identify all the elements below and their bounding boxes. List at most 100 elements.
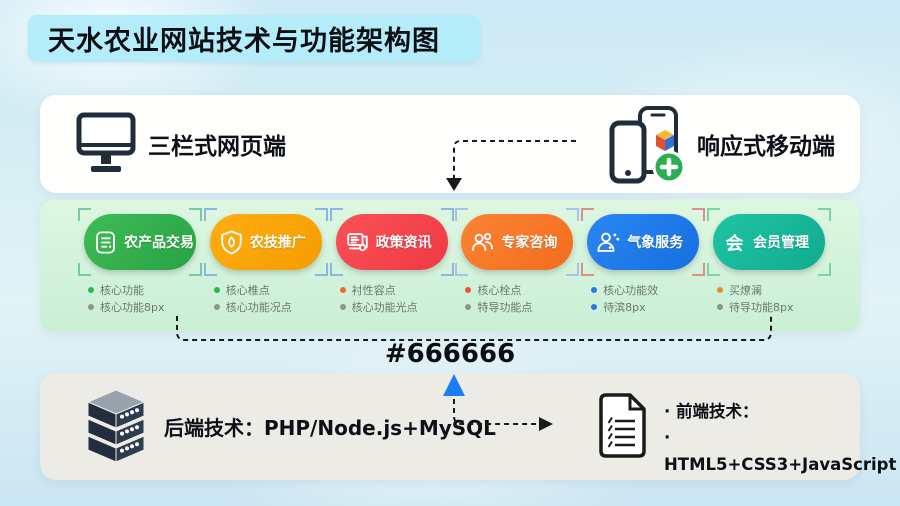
selection-bracket-icon: [581, 208, 595, 221]
color-hex-label: #666666: [384, 339, 516, 369]
module-pill: 农产品交易: [84, 214, 196, 270]
mobile-client-label: 响应式移动端: [697, 134, 835, 160]
module-pill-label: 专家咨询: [501, 235, 558, 251]
selection-bracket-icon: [329, 208, 343, 221]
module: 气象服务核心功能效待滨8px: [581, 208, 713, 315]
backend-tech-label: 后端技术：PHP/Node.js+MySQL: [164, 416, 496, 440]
weather-icon: [597, 232, 620, 252]
selection-bracket-icon: [818, 208, 831, 221]
module-pill: 气象服务: [587, 214, 700, 270]
member-icon: 会: [726, 232, 744, 254]
bullet-dot-icon: [339, 286, 346, 293]
bullet-dot-icon: [717, 303, 723, 310]
module-pill: 专家咨询: [461, 214, 574, 270]
server-stack-icon: [86, 389, 146, 463]
news-icon: [346, 232, 368, 251]
module: 农产品交易核心功能核心功能8px: [78, 208, 210, 315]
module: 会会员管理买燎澜待导功能8px: [707, 208, 839, 315]
selection-bracket-icon: [203, 263, 217, 276]
bullet-dot-icon: [465, 303, 472, 310]
selection-bracket-icon: [581, 263, 595, 276]
selection-bracket-icon: [455, 208, 469, 221]
selection-bracket-icon: [455, 263, 469, 276]
selection-bracket-icon: [692, 208, 706, 221]
bullet-dot-icon: [717, 286, 723, 293]
bullet-text: 特导功能点: [477, 300, 533, 314]
selection-bracket-icon: [189, 263, 202, 276]
module-bullet: 核心功能效: [591, 281, 713, 298]
module-bullet-list: 核心椎点核心功能况点: [210, 281, 336, 315]
selection-bracket-icon: [440, 208, 454, 221]
experts-icon: [472, 232, 494, 251]
shield-icon: [221, 230, 242, 254]
bullet-text: 核心栓点: [477, 283, 522, 297]
bullet-dot-icon: [213, 303, 220, 310]
selection-bracket-icon: [314, 208, 328, 221]
bullet-dot-icon: [213, 286, 220, 293]
web-client-label: 三栏式网页端: [148, 134, 286, 160]
bullet-text: 衬性容点: [351, 283, 396, 297]
selection-bracket-icon: [566, 263, 580, 276]
module-bullet: 特导功能点: [465, 298, 587, 315]
bullet-text: 买燎澜: [729, 283, 762, 297]
selection-bracket-icon: [707, 208, 720, 221]
selection-bracket-icon: [329, 263, 343, 276]
module-bullet: 待滨8px: [591, 298, 713, 315]
bullet-text: 核心功能: [100, 283, 144, 297]
module-pill: 农技推广: [209, 214, 322, 270]
selection-bracket-icon: [314, 263, 328, 276]
module-bullet: 核心功能: [88, 281, 210, 298]
module-bullet: 核心功能8px: [88, 298, 210, 315]
module-pill: 政策资讯: [335, 214, 448, 270]
bullet-text: 核心功能光点: [351, 300, 418, 314]
frontend-tech-line: · 前端技术：: [664, 402, 759, 421]
module-bullet-list: 核心功能核心功能8px: [84, 281, 210, 315]
module-bullet: 待导功能8px: [717, 298, 839, 315]
module-bullet: 核心功能光点: [339, 298, 462, 315]
mobile-phones-icon: [609, 106, 686, 184]
color-cube-icon: [656, 130, 674, 151]
module: 专家咨询核心栓点特导功能点: [455, 208, 587, 315]
module-bullet: 衬性容点: [339, 281, 462, 298]
selection-bracket-icon: [189, 208, 202, 221]
module-pill-label: 会员管理: [753, 235, 809, 251]
page-title: 天水农业网站技术与功能架构图: [48, 26, 440, 57]
module-pill-label: 农技推广: [249, 235, 306, 251]
selection-bracket-icon: [203, 208, 217, 221]
module: 政策资讯衬性容点核心功能光点: [329, 208, 462, 315]
title-banner: 天水农业网站技术与功能架构图: [28, 15, 480, 62]
selection-bracket-icon: [707, 263, 720, 276]
bullet-dot-icon: [591, 286, 598, 293]
module-bullet-list: 衬性容点核心功能光点: [336, 281, 462, 315]
module-bullet: 核心栓点: [465, 281, 587, 298]
bullet-dot-icon: [339, 303, 346, 310]
frontend-tech-label: · 前端技术： · HTML5+CSS3+JavaScript: [664, 399, 900, 478]
selection-bracket-icon: [692, 263, 706, 276]
selection-bracket-icon: [78, 263, 91, 276]
bullet-dot-icon: [88, 303, 94, 310]
bullet-text: 核心功能8px: [100, 300, 165, 314]
bullet-dot-icon: [591, 303, 598, 310]
selection-bracket-icon: [78, 208, 91, 221]
clients-card: [40, 95, 860, 193]
bullet-text: 核心功能效: [603, 283, 659, 297]
module-pill: 会会员管理: [713, 214, 825, 270]
selection-bracket-icon: [566, 208, 580, 221]
bullet-text: 待滨8px: [603, 300, 646, 314]
module-pill-label: 农产品交易: [124, 235, 194, 251]
clipboard-icon: [96, 230, 115, 254]
module-bullet-list: 买燎澜待导功能8px: [713, 281, 839, 315]
bullet-dot-icon: [88, 286, 94, 293]
module-pill-label: 政策资讯: [375, 235, 432, 251]
bullet-text: 核心椎点: [225, 283, 270, 297]
selection-bracket-icon: [440, 263, 454, 276]
module-bullet-list: 核心栓点特导功能点: [461, 281, 587, 315]
document-icon: [599, 393, 646, 458]
module-bullet: 核心椎点: [213, 281, 336, 298]
monitor-icon: [76, 112, 136, 172]
frontend-tech-line: · HTML5+CSS3+JavaScript: [664, 428, 897, 474]
module: 农技推广核心椎点核心功能况点: [203, 208, 336, 315]
bullet-dot-icon: [465, 286, 472, 293]
